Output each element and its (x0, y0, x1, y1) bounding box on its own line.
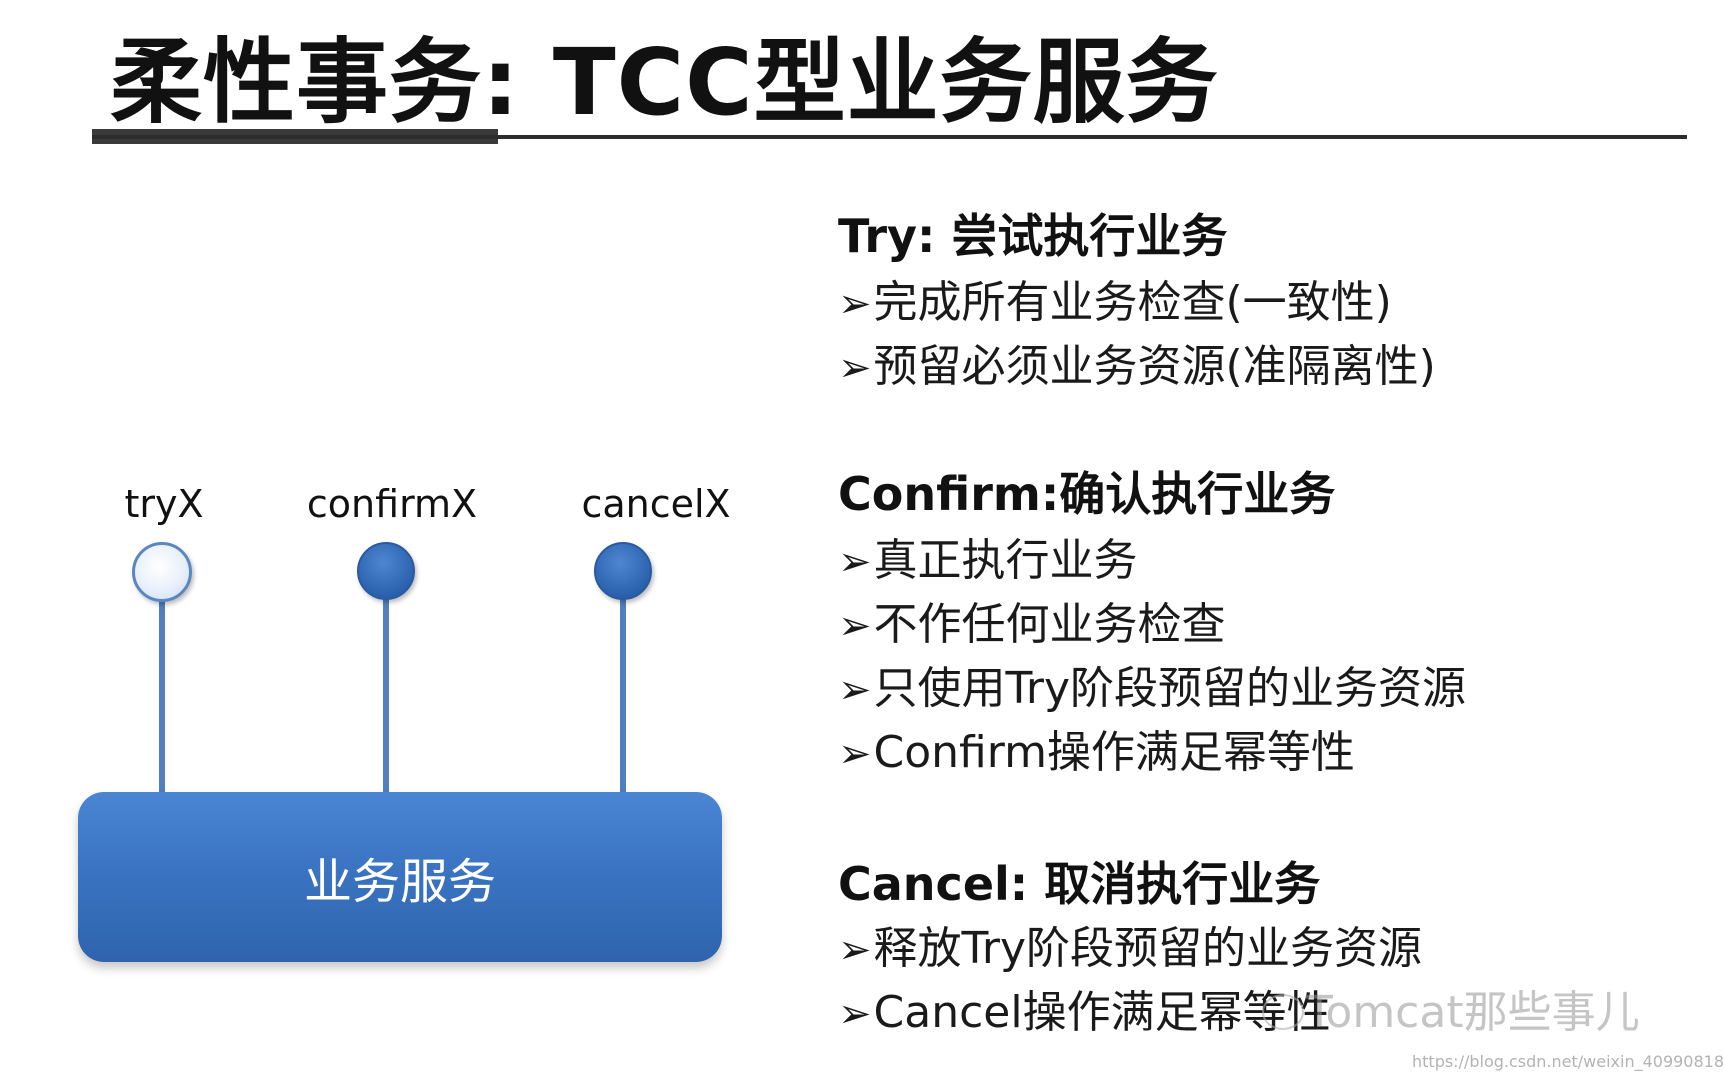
bullet-arrow-icon: ➢ (838, 345, 872, 391)
bullet-arrow-icon: ➢ (838, 539, 872, 585)
operation-stem-confirm (383, 585, 389, 805)
title-underline (92, 135, 1687, 139)
bullet-arrow-icon: ➢ (838, 991, 872, 1037)
cancel-heading: Cancel: 取消执行业务 (838, 857, 1321, 911)
confirm-item: ➢不作任何业务检查 (838, 599, 1226, 650)
slide-title: 柔性事务: TCC型业务服务 (110, 29, 1219, 136)
confirm-item: ➢真正执行业务 (838, 535, 1138, 586)
operation-stem-cancel (620, 585, 626, 805)
bullet-arrow-icon: ➢ (838, 731, 872, 777)
confirm-item: ➢Confirm操作满足幂等性 (838, 727, 1355, 778)
bullet-arrow-icon: ➢ (838, 667, 872, 713)
cancel-item: ➢释放Try阶段预留的业务资源 (838, 923, 1423, 974)
confirm-heading: Confirm:确认执行业务 (838, 467, 1336, 521)
operation-node-confirm (357, 542, 415, 600)
wechat-watermark-icon (1262, 994, 1304, 1030)
business-service-label: 业务服务 (303, 854, 496, 910)
confirm-item: ➢只使用Try阶段预留的业务资源 (838, 663, 1467, 714)
operation-label-try: tryX (124, 482, 204, 526)
bullet-arrow-icon: ➢ (838, 927, 872, 973)
source-url: https://blog.csdn.net/weixin_40990818 (1412, 1052, 1724, 1071)
bullet-arrow-icon: ➢ (838, 603, 872, 649)
operation-label-cancel: cancelX (581, 482, 731, 526)
bullet-arrow-icon: ➢ (838, 281, 872, 327)
try-item: ➢预留必须业务资源(准隔离性) (838, 341, 1436, 392)
cancel-item: ➢Cancel操作满足幂等性 (838, 987, 1331, 1038)
operation-node-try (132, 542, 192, 602)
business-service-box: 业务服务 (78, 792, 722, 962)
operation-node-cancel (594, 542, 652, 600)
try-heading: Try: 尝试执行业务 (838, 209, 1228, 263)
operation-stem-try (159, 585, 165, 805)
operation-label-confirm: confirmX (306, 482, 478, 526)
watermark-text: Tomcat那些事儿 (1306, 987, 1640, 1038)
try-item: ➢完成所有业务检查(一致性) (838, 277, 1392, 328)
tcc-diagram: tryX confirmX cancelX 业务服务 (0, 0, 800, 1080)
